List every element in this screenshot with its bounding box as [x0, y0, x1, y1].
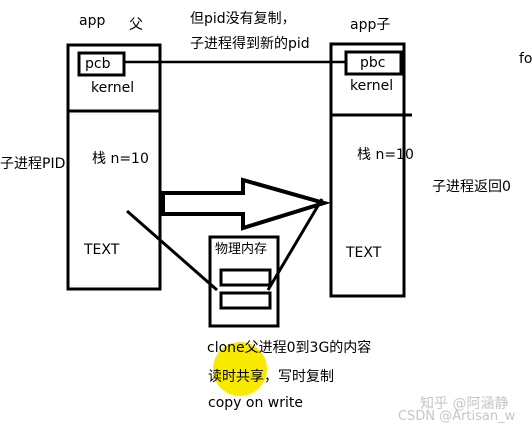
- physical-memory-box: [208, 235, 280, 328]
- highlight-dot: [213, 342, 267, 396]
- pid-note-line2: 子进程得到新的pid: [190, 36, 310, 52]
- csdn-watermark: CSDN @Artisan_w: [398, 409, 516, 424]
- parent-text-label: TEXT: [84, 242, 120, 258]
- parent-pcb-label: pcb: [85, 56, 111, 72]
- parent-process-box: [66, 43, 162, 291]
- child-stack-label: 栈 n=10: [357, 147, 414, 163]
- copy-arrow: [161, 177, 332, 231]
- zhihu-watermark: 知乎 @阿涵静: [420, 396, 509, 412]
- parent-kernel-label: kernel: [91, 80, 135, 96]
- child-text-label: TEXT: [346, 245, 382, 261]
- child-pcb-label: pbc: [360, 55, 386, 71]
- clone-note: clone父进程0到3G的内容: [207, 340, 372, 356]
- child-mapping-line: [266, 198, 324, 291]
- cow-note-cn: 读时共享，写时复制: [208, 369, 334, 385]
- parent-mapping-line: [126, 209, 218, 292]
- pid-note-line1: 但pid没有复制，: [190, 11, 296, 27]
- child-kernel-label: kernel: [350, 78, 394, 94]
- parent-fu-label: 父: [129, 17, 143, 33]
- physical-memory-label: 物理内存: [215, 242, 268, 257]
- child-return-note: 子进程返回0: [432, 179, 511, 195]
- parent-title: app: [79, 13, 106, 29]
- edge-text: fo: [519, 51, 532, 67]
- parent-stack-label: 栈 n=10: [92, 151, 149, 167]
- child-title: app子: [350, 17, 391, 33]
- cow-note-en: copy on write: [208, 395, 303, 411]
- parent-pid-note: 子进程PID: [0, 156, 66, 172]
